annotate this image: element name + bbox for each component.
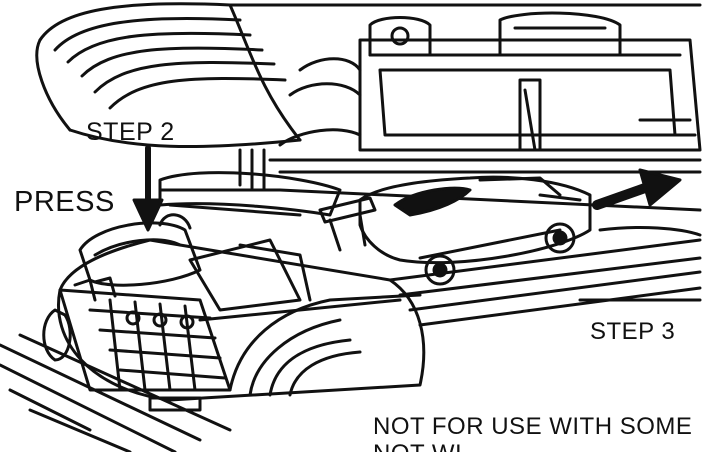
engine-block	[42, 276, 232, 412]
launcher-body	[57, 238, 426, 402]
curved-track-top-left	[35, 2, 702, 149]
track-lower-left	[0, 333, 232, 452]
usage-notice-cut: NOT WI	[373, 440, 462, 452]
step-3-label: STEP 3	[590, 318, 676, 345]
launch-lever	[158, 171, 342, 312]
press-label: PRESS	[14, 186, 115, 218]
track-main	[158, 148, 702, 327]
down-arrow-icon	[132, 145, 164, 232]
right-arrow-icon	[592, 168, 682, 210]
press-button-shape	[78, 213, 202, 287]
booster-housing	[278, 11, 702, 152]
race-car	[318, 175, 592, 286]
usage-notice: NOT FOR USE WITH SOME	[373, 413, 693, 440]
step-2-label: STEP 2	[86, 118, 175, 146]
